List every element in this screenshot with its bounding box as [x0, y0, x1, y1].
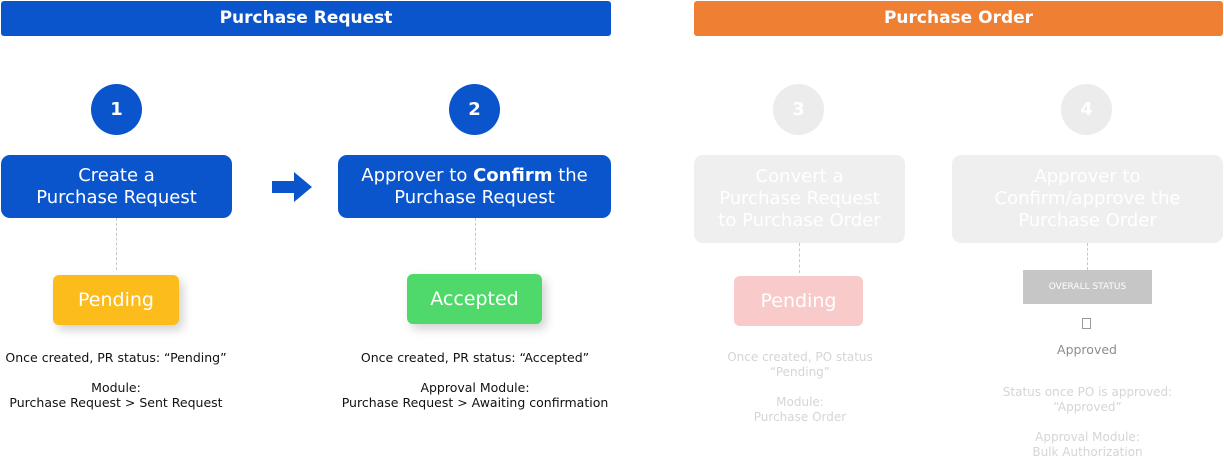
step-3-caption-module-label: Module:	[776, 395, 824, 409]
step-4-connector	[1087, 243, 1088, 270]
step-3-caption-status-line-2: “Pending”	[769, 365, 831, 379]
step-4-title-box: Approver to Confirm/approve the Purchase…	[952, 155, 1223, 243]
step-2-title-line-1: Approver to Confirm the	[361, 164, 588, 186]
step-4-caption-module-path: Bulk Authorization	[1032, 445, 1143, 459]
arrow-right-icon	[272, 172, 312, 202]
step-4-title-line-2: Confirm/approve the	[994, 188, 1181, 209]
overall-status-header: OVERALL STATUS	[1023, 270, 1152, 304]
status-badge-accepted: Accepted	[407, 274, 542, 324]
step-1-caption: Once created, PR status: “Pending” Modul…	[0, 350, 232, 410]
step-2-number: 2	[449, 84, 500, 135]
step-2-caption-module-label: Approval Module:	[420, 380, 530, 395]
step-3-title-line-2: Purchase Request	[719, 188, 880, 209]
step-4-caption-status-line-2: “Approved”	[1053, 400, 1122, 414]
step-4-caption-module-label: Approval Module:	[1035, 430, 1140, 444]
step-1-caption-module-path: Purchase Request > Sent Request	[9, 395, 223, 410]
step-2-caption-module-path: Purchase Request > Awaiting confirmation	[341, 395, 609, 410]
step-4-number: 4	[1061, 84, 1112, 135]
step-2-title-box: Approver to Confirm the Purchase Request	[338, 155, 611, 218]
purchase-request-header: Purchase Request	[1, 1, 611, 36]
step-3-caption: Once created, PO status “Pending” Module…	[700, 350, 900, 425]
step-3-title-line-3: to Purchase Order	[718, 210, 881, 231]
status-badge-pending-faded: Pending	[734, 276, 863, 326]
step-1-caption-status: Once created, PR status: “Pending”	[5, 350, 227, 365]
step-1-connector	[116, 218, 117, 270]
step-1-title-line-2: Purchase Request	[36, 186, 197, 208]
step-2-title-bold: Confirm	[473, 164, 553, 186]
step-3-title-box: Convert a Purchase Request to Purchase O…	[694, 155, 905, 243]
step-1-title-box: Create a Purchase Request	[1, 155, 232, 218]
step-4-caption: Status once PO is approved: “Approved” A…	[985, 385, 1190, 460]
checkbox-icon	[1082, 318, 1091, 329]
step-3-caption-status-line-1: Once created, PO status	[727, 350, 873, 364]
step-1-number: 1	[91, 84, 142, 135]
step-1-title-line-1: Create a	[78, 164, 155, 186]
status-badge-pending: Pending	[53, 275, 179, 325]
purchase-order-header: Purchase Order	[694, 1, 1223, 36]
step-4-title-line-1: Approver to	[1034, 166, 1141, 187]
step-1-caption-module-label: Module:	[91, 380, 141, 395]
step-3-caption-module-path: Purchase Order	[753, 410, 847, 424]
step-2-connector	[475, 218, 476, 270]
step-4-title-line-3: Purchase Order	[1018, 210, 1157, 231]
step-4-caption-status-line-1: Status once PO is approved:	[1002, 385, 1173, 399]
step-2-caption: Once created, PR status: “Accepted” Appr…	[330, 350, 620, 410]
step-2-title-line-2: Purchase Request	[394, 186, 555, 208]
step-3-title-line-1: Convert a	[755, 166, 844, 187]
step-3-number: 3	[773, 84, 824, 135]
overall-status-value: Approved	[1057, 342, 1117, 357]
step-3-connector	[799, 243, 800, 273]
step-2-caption-status: Once created, PR status: “Accepted”	[360, 350, 590, 365]
